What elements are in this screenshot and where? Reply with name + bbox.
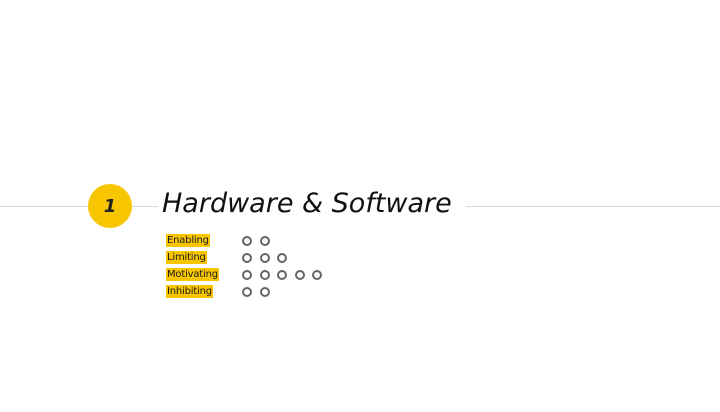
factor-dots: [242, 249, 295, 266]
circle-marker-icon: [242, 235, 252, 246]
factor-label: Motivating: [166, 268, 219, 281]
factor-list: Enabling Limiting Motivating Inhibiting: [166, 232, 330, 300]
circle-marker-icon: [277, 252, 287, 263]
factor-label: Limiting: [166, 251, 207, 264]
circle-marker-icon: [242, 269, 252, 280]
divider-line-middle: [128, 206, 158, 207]
factor-label: Enabling: [166, 234, 210, 247]
factor-dots: [242, 232, 277, 249]
circle-marker-icon: [242, 286, 252, 297]
factor-row-limiting: Limiting: [166, 249, 330, 266]
circle-marker-icon: [242, 252, 252, 263]
circle-marker-icon: [277, 269, 287, 280]
circle-marker-icon: [312, 269, 322, 280]
divider-line-right: [466, 206, 720, 207]
factor-dots: [242, 283, 277, 300]
factor-dots: [242, 266, 330, 283]
factor-row-inhibiting: Inhibiting: [166, 283, 330, 300]
section-title: Hardware & Software: [160, 186, 458, 222]
factor-row-enabling: Enabling: [166, 232, 330, 249]
section-number: 1: [103, 195, 117, 217]
circle-marker-icon: [259, 269, 270, 280]
circle-marker-icon: [259, 235, 270, 246]
section-number-badge: 1: [88, 184, 132, 228]
factor-label: Inhibiting: [166, 285, 213, 298]
circle-marker-icon: [259, 252, 270, 263]
circle-marker-icon: [259, 286, 270, 297]
divider-line-left: [0, 206, 92, 207]
circle-marker-icon: [294, 269, 305, 280]
factor-row-motivating: Motivating: [166, 266, 330, 283]
